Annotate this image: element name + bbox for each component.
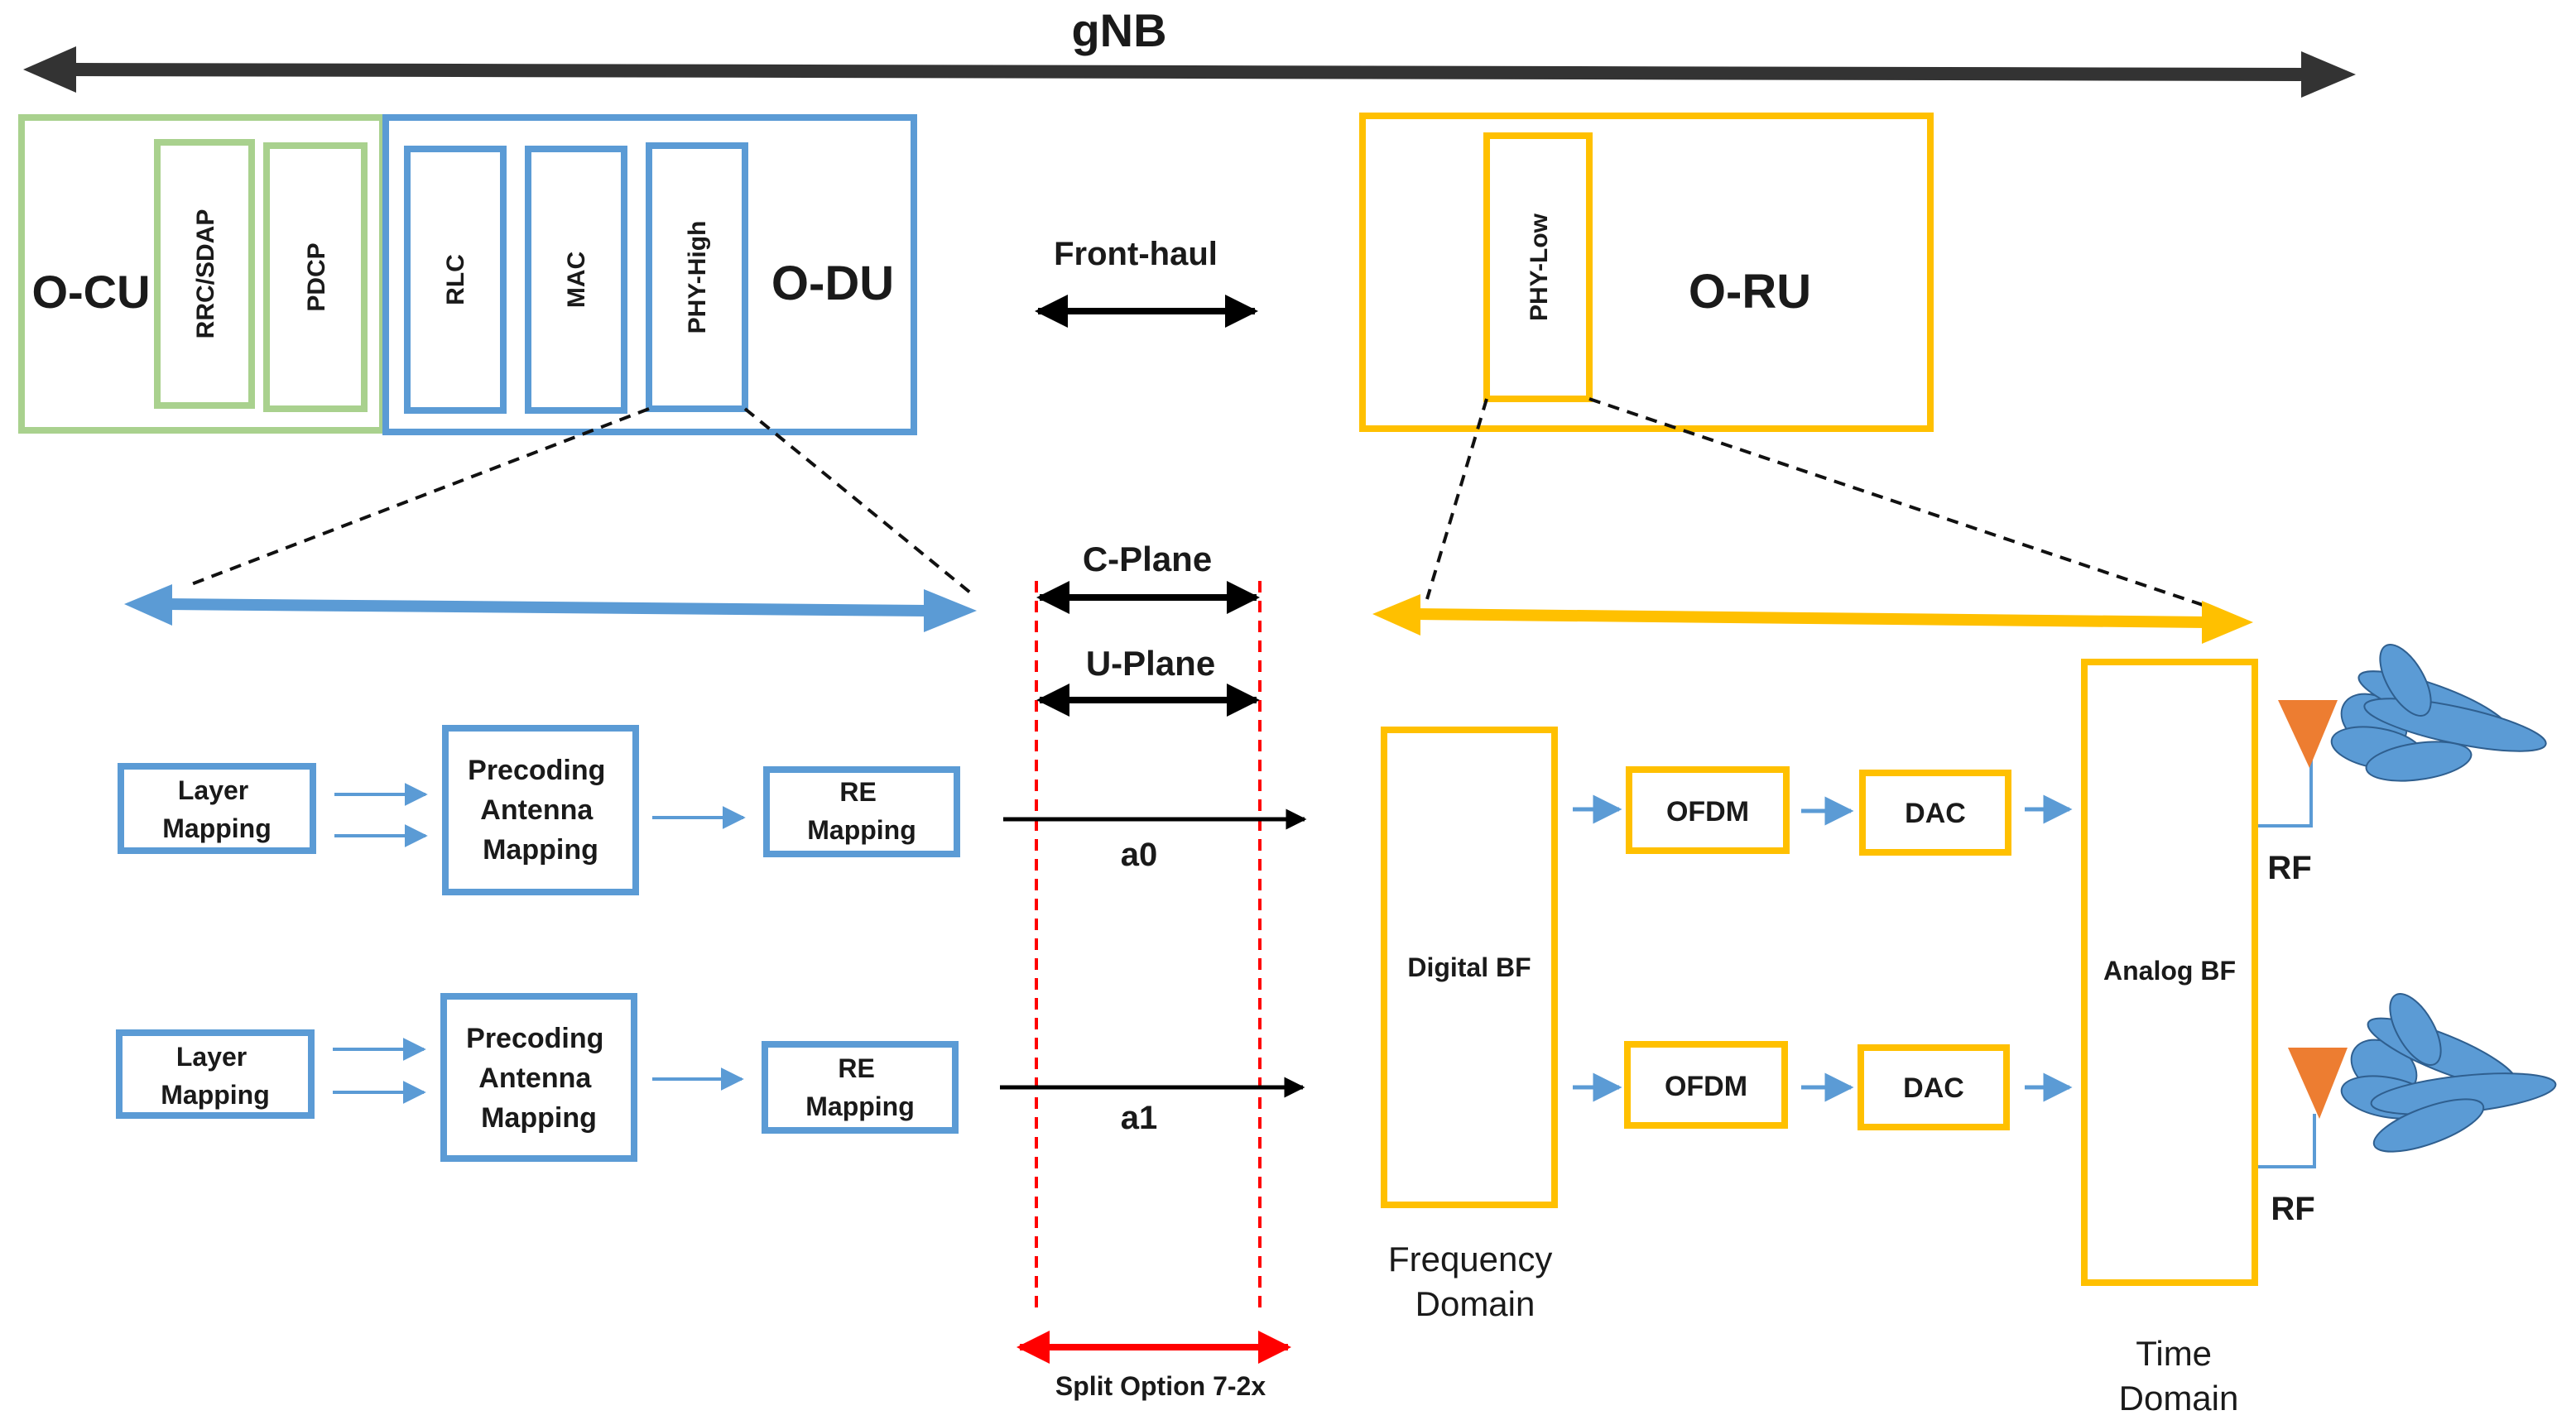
analog-bf-label: Analog BF: [2103, 956, 2236, 986]
mac-box: [525, 146, 627, 414]
o-du-box: [382, 114, 917, 435]
rf-label-1: RF: [2271, 1191, 2314, 1227]
rrc-sdap-box: [154, 139, 255, 409]
antenna-icon: [2278, 700, 2338, 768]
o-du-label: O-DU: [771, 257, 894, 310]
chain-1: Layer Mapping Precoding Antenna Mapping …: [116, 993, 1305, 1162]
beam-lobes-icon: [2340, 993, 2557, 1153]
ru-span-arrow: [1372, 594, 2253, 644]
antenna-0: RF: [2258, 644, 2547, 886]
dac-box-1: [1858, 1044, 2010, 1130]
c-plane-label: C-Plane: [1083, 540, 1212, 578]
pdcp-label: PDCP: [303, 242, 330, 311]
rrc-sdap-label: RRC/SDAP: [192, 209, 219, 339]
phy-low-label: PHY-Low: [1526, 213, 1553, 321]
beam-lobes-icon: [2330, 644, 2547, 782]
re-mapping-box: [762, 1041, 959, 1134]
zoom-lines: [186, 397, 2206, 607]
o-ru-box: [1359, 113, 1934, 432]
re-mapping-label: RE Mapping: [807, 777, 916, 845]
antenna-1: RF: [2258, 993, 2557, 1227]
ofdm-box-1: [1624, 1041, 1788, 1129]
gnb-span-arrow: [23, 46, 2356, 98]
ofdm-label-0: OFDM: [1666, 796, 1749, 828]
precoding-box: [440, 993, 637, 1162]
analog-bf-box: [2081, 659, 2258, 1286]
front-haul-label: Front-haul: [1054, 236, 1218, 272]
rlc-label: RLC: [442, 254, 469, 305]
dac-label-0: DAC: [1905, 798, 1966, 829]
phy-low-box: [1483, 132, 1593, 402]
gnb-label: gNB: [1071, 4, 1166, 56]
ofdm-label-1: OFDM: [1665, 1071, 1747, 1102]
rlc-box: [404, 146, 507, 414]
chain-0: Layer Mapping Precoding Antenna Mapping …: [118, 725, 1307, 895]
dac-box-0: [1859, 770, 2011, 856]
layer-mapping-label: Layer Mapping: [162, 775, 272, 843]
rf-label-0: RF: [2267, 850, 2311, 886]
split-option-label: Split Option 7-2x: [1055, 1371, 1266, 1401]
digital-bf-label: Digital BF: [1407, 952, 1531, 982]
frequency-domain-label: Frequency Domain: [1388, 1240, 1562, 1323]
u-plane-label: U-Plane: [1086, 644, 1215, 683]
ofdm-box-0: [1626, 766, 1790, 854]
o-cu-label: O-CU: [31, 266, 150, 318]
precoding-box: [442, 725, 639, 895]
du-span-arrow: [124, 584, 977, 632]
a0-label: a0: [1121, 837, 1158, 873]
re-mapping-box: [763, 766, 960, 857]
dac-label-1: DAC: [1903, 1072, 1964, 1104]
re-mapping-label: RE Mapping: [805, 1053, 915, 1121]
phy-high-label: PHY-High: [684, 221, 711, 334]
digital-bf-box: [1381, 727, 1558, 1208]
phy-high-box: [646, 142, 748, 412]
layer-mapping-label: Layer Mapping: [161, 1042, 270, 1110]
precoding-label: Precoding Antenna Mapping: [466, 1023, 612, 1134]
o-ru-label: O-RU: [1689, 265, 1811, 319]
layer-mapping-box: [116, 1029, 315, 1119]
pdcp-box: [263, 142, 368, 412]
precoding-label: Precoding Antenna Mapping: [468, 755, 613, 866]
layer-mapping-box: [118, 763, 316, 854]
a1-label: a1: [1121, 1100, 1158, 1136]
time-domain-label: Time Domain: [2119, 1334, 2239, 1418]
antenna-icon: [2288, 1048, 2348, 1119]
mac-label: MAC: [563, 252, 590, 308]
